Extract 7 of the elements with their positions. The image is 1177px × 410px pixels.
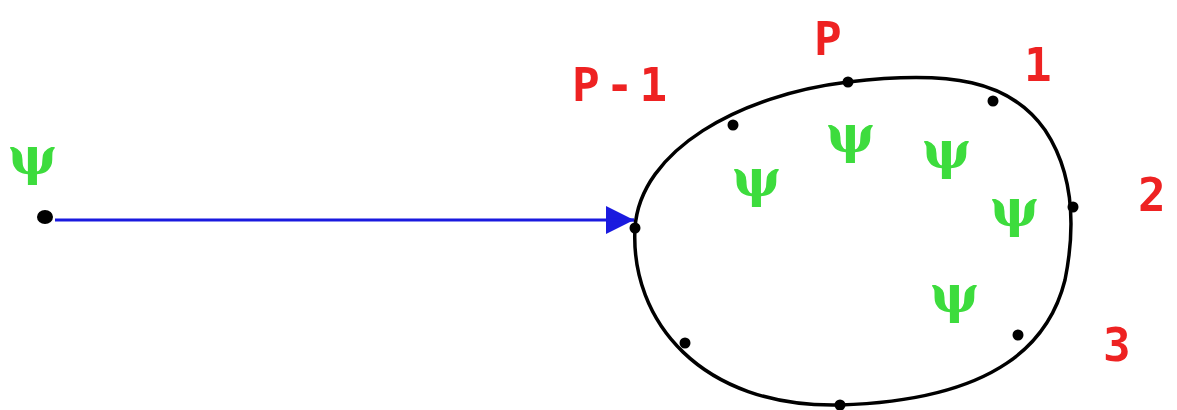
arrow xyxy=(55,204,636,236)
point-dot xyxy=(36,208,54,226)
point-label: 1 xyxy=(1024,42,1058,88)
point-label: 3 xyxy=(1103,322,1137,368)
point-label: P-1 xyxy=(572,62,674,108)
point-label: 2 xyxy=(1138,172,1172,218)
point-label: P xyxy=(814,16,848,62)
